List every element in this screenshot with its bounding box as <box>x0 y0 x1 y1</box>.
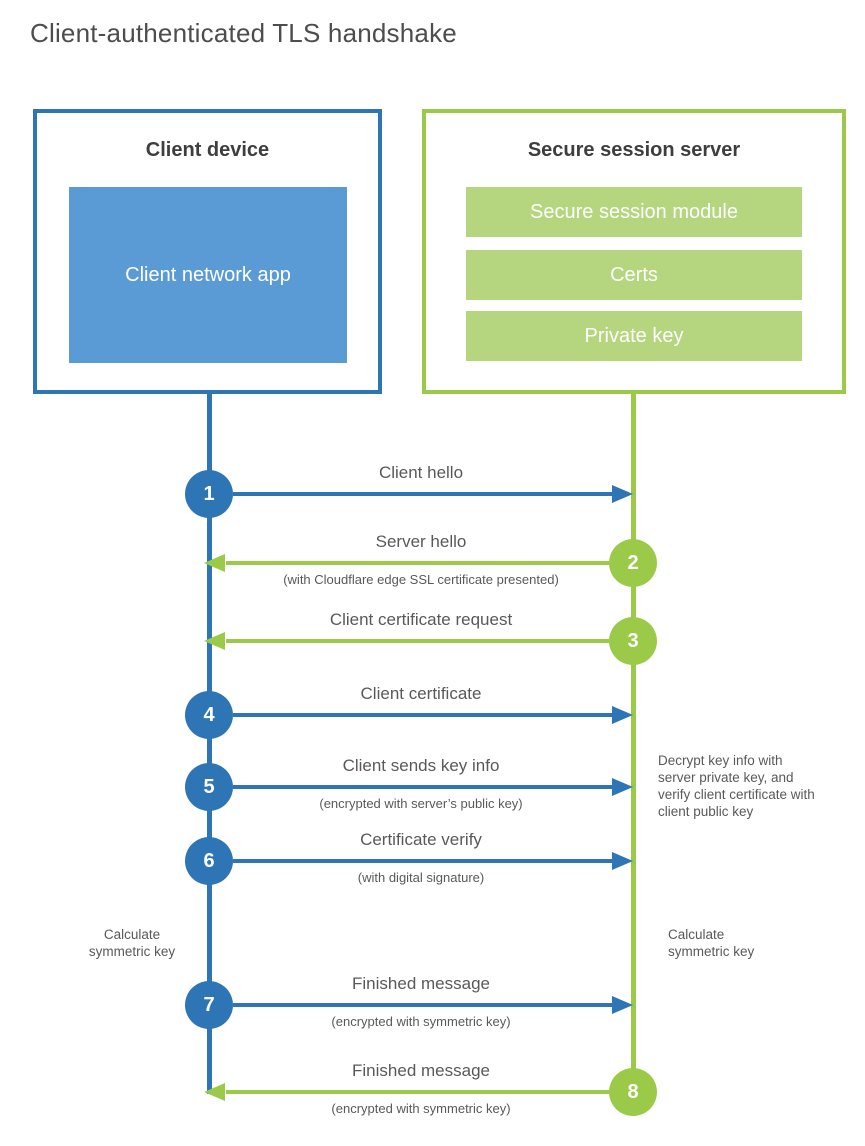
arrow-right-icon <box>612 996 633 1014</box>
arrow-right-icon <box>612 852 633 870</box>
client-device-title: Client device <box>145 139 270 161</box>
step-number-badge: 3 <box>609 617 657 665</box>
client-calculate-symmetric-key-note: Calculate symmetric key <box>88 927 176 959</box>
step-sublabel: (with Cloudflare edge SSL certificate pr… <box>283 572 559 587</box>
step-sublabel: (encrypted with symmetric key) <box>331 1014 511 1029</box>
arrow-right-icon <box>612 778 633 796</box>
secure-session-server-title: Secure session server <box>527 139 741 161</box>
server-module-certs: Certs <box>466 250 802 300</box>
step-number-badge: 8 <box>609 1068 657 1116</box>
step-label: Certificate verify <box>360 830 482 849</box>
arrow-line <box>233 492 614 496</box>
step-number-badge: 4 <box>185 691 233 739</box>
server-module-private-key: Private key <box>466 311 802 361</box>
step-number-badge: 2 <box>609 539 657 587</box>
step-sublabel: (with digital signature) <box>357 870 485 885</box>
step-number-badge: 1 <box>185 470 233 518</box>
arrow-line <box>226 639 609 643</box>
diagram-title: Client-authenticated TLS handshake <box>30 18 457 48</box>
arrow-line <box>233 859 614 863</box>
step-sublabel: (encrypted with symmetric key) <box>331 1101 511 1116</box>
arrow-line <box>226 1090 609 1094</box>
arrow-left-icon <box>204 632 225 650</box>
arrow-line <box>233 1003 614 1007</box>
step-label: Finished message <box>352 974 490 993</box>
step-label: Finished message <box>352 1061 490 1080</box>
arrow-line <box>233 785 614 789</box>
server-lifeline <box>631 392 636 1092</box>
step-number-badge: 7 <box>185 981 233 1029</box>
client-network-app-box: Client network app <box>69 187 347 363</box>
arrow-left-icon <box>204 554 225 572</box>
arrow-left-icon <box>204 1083 225 1101</box>
step-number-badge: 5 <box>185 763 233 811</box>
arrow-right-icon <box>612 706 633 724</box>
server-decrypt-note: Decrypt key info with server private key… <box>658 753 815 819</box>
step-label: Server hello <box>375 532 467 551</box>
arrow-line <box>226 561 609 565</box>
client-network-app-label: Client network app <box>125 264 291 286</box>
step-sublabel: (encrypted with server’s public key) <box>319 796 523 811</box>
step-label: Client certificate <box>360 684 482 703</box>
step-label: Client sends key info <box>342 756 500 775</box>
arrow-right-icon <box>612 485 633 503</box>
step-label: Client hello <box>378 463 464 482</box>
server-calculate-symmetric-key-note: Calculate symmetric key <box>668 927 755 959</box>
server-module-secure-session: Secure session module <box>466 187 802 237</box>
step-number-badge: 6 <box>185 837 233 885</box>
step-label: Client certificate request <box>329 610 513 629</box>
arrow-line <box>233 713 614 717</box>
client-lifeline <box>207 392 212 1094</box>
